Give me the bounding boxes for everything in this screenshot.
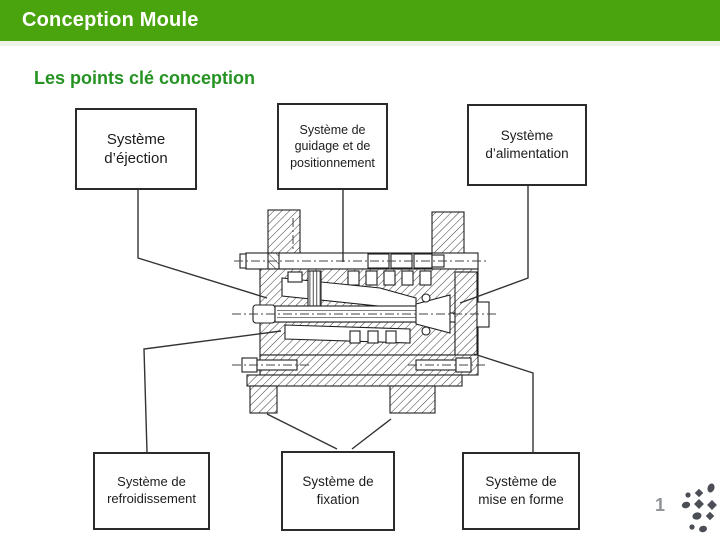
callout-fixation-label: Système de fixation xyxy=(302,474,374,507)
page-number: 1 xyxy=(654,495,665,515)
mold-cross-section-diagram xyxy=(232,209,496,414)
callout-refroidissement: Système de refroidissement xyxy=(93,452,210,530)
callout-mise-en-forme-label: Système de mise en forme xyxy=(478,474,564,507)
brand-logo xyxy=(681,483,717,533)
logo-dots xyxy=(681,483,717,533)
callout-alimentation: Système d’alimentation xyxy=(467,104,587,186)
slide-subtitle: Les points clé conception xyxy=(34,68,256,88)
slide-title: Conception Moule xyxy=(22,9,199,31)
callout-fixation: Système de fixation xyxy=(281,451,395,531)
callout-mise-en-forme: Système de mise en forme xyxy=(462,452,580,530)
callout-ejection: Système d’éjection xyxy=(75,108,197,190)
callout-refroidissement-label: Système de refroidissement xyxy=(107,474,196,506)
slide-title-bar: Conception Moule xyxy=(0,0,720,46)
callout-ejection-label: Système d’éjection xyxy=(104,130,168,168)
mold-plates xyxy=(239,209,490,414)
callout-alimentation-label: Système d’alimentation xyxy=(485,128,569,161)
callout-guidage: Système de guidage et de positionnement xyxy=(277,103,388,190)
callout-guidage-label: Système de guidage et de positionnement xyxy=(290,123,375,170)
